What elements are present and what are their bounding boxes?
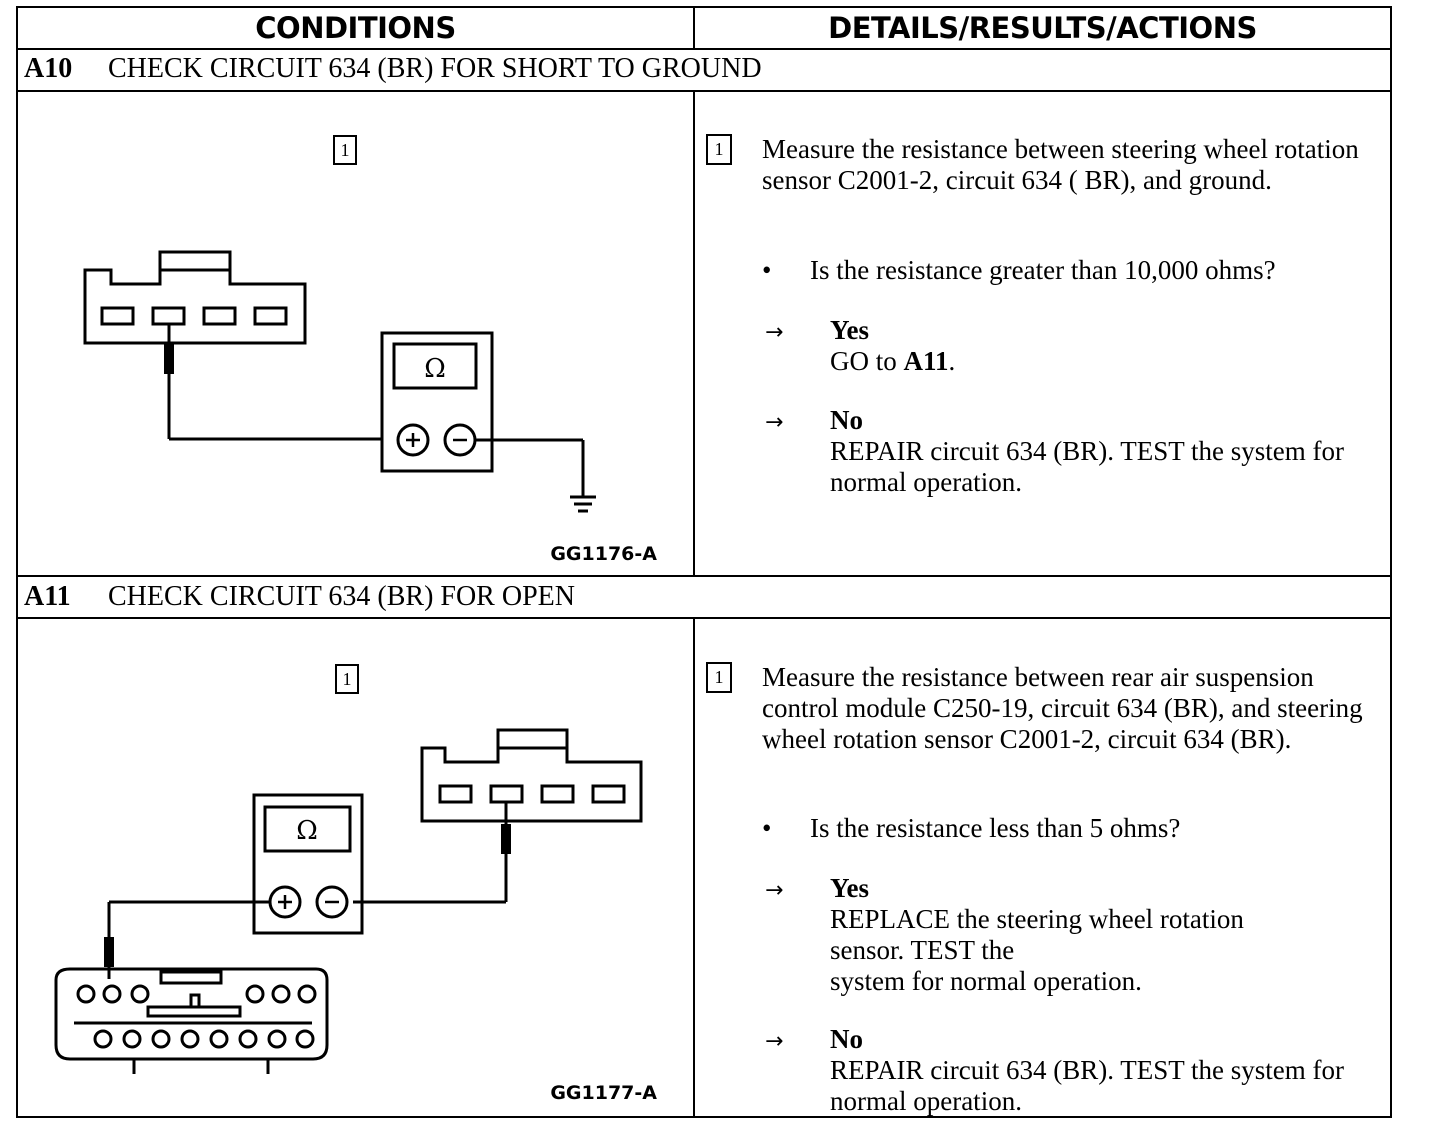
ohmmeter-body bbox=[252, 793, 364, 935]
module-pin bbox=[297, 984, 317, 1004]
no-arrow-icon: → bbox=[765, 410, 784, 435]
step-title: CHECK CIRCUIT 634 (BR) FOR SHORT TO GROU… bbox=[108, 53, 762, 84]
yes-action-ref: A11 bbox=[903, 346, 949, 376]
probe-tip bbox=[164, 344, 174, 374]
column-divider bbox=[693, 8, 695, 48]
divider bbox=[18, 90, 1390, 92]
detail-step-number: 1 bbox=[706, 662, 732, 693]
positive-terminal bbox=[396, 423, 430, 457]
instruction-text: Measure the resistance between steering … bbox=[762, 134, 1359, 195]
conditions-header: CONDITIONS bbox=[255, 11, 456, 45]
module-pin bbox=[130, 984, 150, 1004]
yes-branch: Yes REPLACE the steering wheel rotation … bbox=[830, 873, 1380, 997]
connector-pin bbox=[540, 784, 575, 804]
column-divider bbox=[693, 617, 695, 1116]
divider bbox=[18, 48, 1390, 50]
module-pin bbox=[245, 984, 265, 1004]
connector-pin bbox=[253, 306, 288, 326]
module-pin bbox=[267, 1029, 287, 1049]
ohm-symbol: Ω bbox=[424, 354, 446, 384]
connector-pin bbox=[202, 306, 237, 326]
no-label: No bbox=[830, 405, 863, 435]
step-a11-details: 1 Measure the resistance between rear ai… bbox=[695, 619, 1390, 1116]
yes-label: Yes bbox=[830, 873, 869, 903]
no-branch: No REPAIR circuit 634 (BR). TEST the sys… bbox=[830, 405, 1380, 498]
no-label: No bbox=[830, 1024, 863, 1054]
ohm-symbol: Ω bbox=[296, 816, 318, 846]
connector-outline bbox=[420, 728, 643, 823]
no-branch: No REPAIR circuit 634 (BR). TEST the sys… bbox=[830, 1024, 1380, 1117]
instruction-text: Measure the resistance between rear air … bbox=[762, 662, 1363, 754]
module-pin bbox=[151, 1029, 171, 1049]
step-id: A10 bbox=[24, 53, 73, 84]
no-action: REPAIR circuit 634 (BR). TEST the system… bbox=[830, 436, 1344, 497]
column-divider bbox=[693, 90, 695, 575]
no-arrow-icon: → bbox=[765, 1029, 784, 1054]
connector-pin bbox=[151, 306, 186, 326]
step-a11-diagram: 1 bbox=[18, 619, 693, 1116]
module-key bbox=[189, 993, 201, 1009]
module-connector-outline bbox=[54, 967, 329, 1061]
probe-tip bbox=[501, 824, 511, 854]
divider bbox=[18, 617, 1390, 619]
figure-step-number: 1 bbox=[333, 135, 357, 165]
negative-terminal bbox=[315, 885, 349, 919]
module-pin bbox=[295, 1029, 315, 1049]
yes-action-line: REPLACE the steering wheel rotation bbox=[830, 904, 1244, 934]
yes-action-line: system for normal operation. bbox=[830, 966, 1142, 996]
step-a10-diagram: 1 bbox=[18, 92, 693, 575]
connector-outline bbox=[83, 250, 307, 345]
connector-pin bbox=[100, 306, 135, 326]
connector-pin bbox=[438, 784, 473, 804]
yes-label: Yes bbox=[830, 315, 869, 345]
module-pin bbox=[93, 1029, 113, 1049]
yes-action-line: sensor. TEST the bbox=[830, 935, 1015, 965]
question-text: Is the resistance greater than 10,000 oh… bbox=[810, 255, 1276, 285]
module-pin bbox=[76, 984, 96, 1004]
yes-action-prefix: GO to bbox=[830, 346, 904, 376]
ohmmeter-body bbox=[380, 331, 494, 473]
no-action: REPAIR circuit 634 (BR). TEST the system… bbox=[830, 1055, 1344, 1116]
ohmmeter-display bbox=[392, 342, 478, 390]
probe-tip bbox=[104, 937, 114, 967]
ohmmeter-display bbox=[263, 805, 352, 853]
module-pin bbox=[209, 1029, 229, 1049]
yes-action-suffix: . bbox=[948, 346, 956, 376]
detail-step-number: 1 bbox=[706, 134, 732, 165]
figure-code: GG1176-A bbox=[550, 543, 657, 565]
step-id: A11 bbox=[24, 581, 71, 612]
a10-circuit-diagram: Ω bbox=[83, 250, 596, 513]
step-a10-details: 1 Measure the resistance between steerin… bbox=[695, 92, 1390, 575]
yes-arrow-icon: → bbox=[765, 878, 784, 903]
step-title: CHECK CIRCUIT 634 (BR) FOR OPEN bbox=[108, 581, 575, 612]
bullet: • bbox=[762, 255, 772, 285]
connector-pin bbox=[489, 784, 524, 804]
divider bbox=[18, 575, 1390, 577]
connector-pin bbox=[591, 784, 626, 804]
question-text: Is the resistance less than 5 ohms? bbox=[810, 813, 1181, 843]
bullet: • bbox=[762, 813, 772, 843]
details-header: DETAILS/RESULTS/ACTIONS bbox=[828, 11, 1257, 45]
module-pin bbox=[102, 984, 122, 1004]
yes-arrow-icon: → bbox=[765, 320, 784, 345]
module-pin bbox=[122, 1029, 142, 1049]
module-pin bbox=[238, 1029, 258, 1049]
module-pin bbox=[180, 1029, 200, 1049]
figure-step-number: 1 bbox=[335, 664, 359, 694]
yes-branch: Yes GO to A11. bbox=[830, 315, 1380, 377]
module-latch bbox=[159, 970, 223, 985]
step-a10-title-row: A10 CHECK CIRCUIT 634 (BR) FOR SHORT TO G… bbox=[24, 50, 762, 88]
module-pin bbox=[271, 984, 291, 1004]
figure-code: GG1177-A bbox=[550, 1082, 657, 1104]
a11-circuit-diagram: Ω bbox=[54, 728, 643, 1074]
step-a11-title-row: A11 CHECK CIRCUIT 634 (BR) FOR OPEN bbox=[24, 578, 575, 616]
